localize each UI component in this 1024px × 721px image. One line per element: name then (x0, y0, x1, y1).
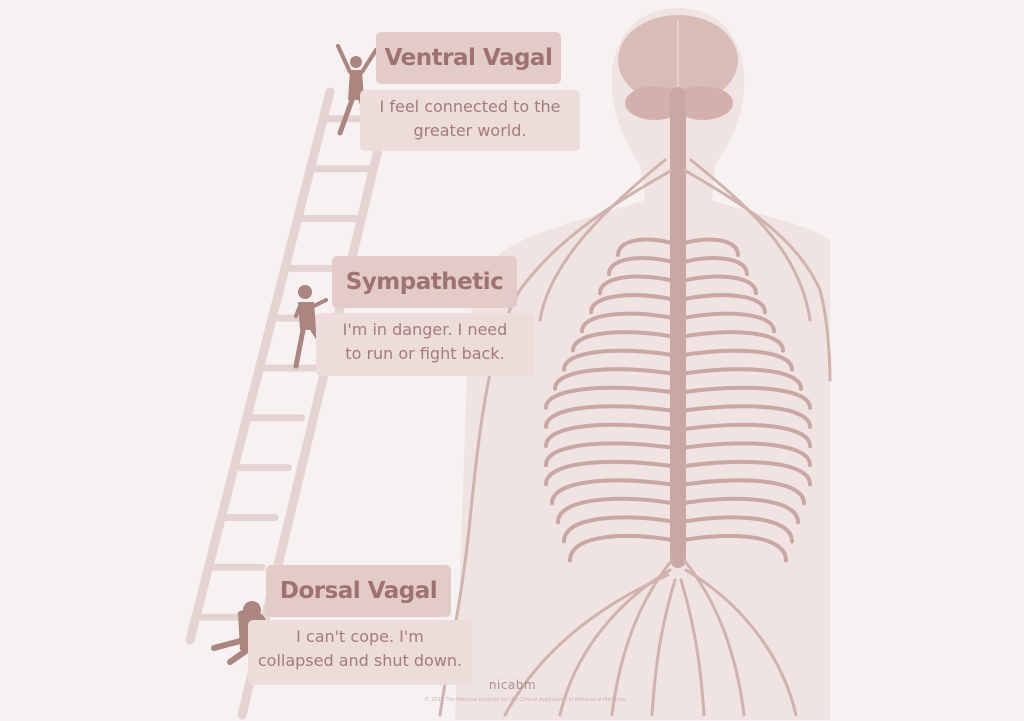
dorsal-vagal-description: I can't cope. I'm collapsed and shut dow… (248, 620, 472, 685)
rib-nerve (568, 533, 680, 563)
rib-nerve (676, 311, 776, 334)
nicabm-logo: nicabm (488, 678, 537, 692)
dorsal-vagal-title: Dorsal Vagal (266, 565, 451, 617)
rib-nerve (676, 422, 812, 448)
rib-nerve (676, 515, 794, 544)
rib-nerve (676, 385, 812, 410)
rib-nerve (676, 274, 758, 296)
rib-nerve (676, 441, 812, 468)
body-silhouette (455, 8, 830, 720)
rib-nerve (580, 311, 680, 334)
rib-nerve (676, 330, 785, 353)
rib-nerve (676, 293, 767, 315)
rib-nerve (676, 533, 788, 563)
ventral-vagal-title: Ventral Vagal (376, 32, 561, 84)
copyright-notice: © 2018 The National Institute for the Cl… (424, 697, 626, 703)
rib-nerve (562, 515, 680, 544)
rib-nerve (589, 293, 680, 315)
rib-nerve (676, 256, 749, 277)
rib-nerve (616, 237, 680, 257)
rib-nerve (556, 496, 680, 525)
rib-nerve (544, 404, 680, 429)
rib-nerve (676, 237, 740, 257)
rib-nerve (544, 459, 680, 487)
rib-nerve (676, 459, 812, 487)
nerve-ribs (544, 237, 812, 563)
ventral-vagal-description: I feel connected to the greater world. (360, 90, 580, 151)
sympathetic-title: Sympathetic (332, 256, 517, 308)
rib-nerve (562, 348, 680, 372)
rib-nerve (550, 478, 680, 506)
sympathetic-description: I'm in danger. I need to run or fight ba… (316, 313, 534, 376)
rib-nerve (676, 478, 806, 506)
rib-nerve (571, 330, 680, 353)
rib-nerve (598, 274, 680, 296)
rib-nerve (676, 404, 812, 429)
rib-nerve (544, 385, 680, 410)
rib-nerve (607, 256, 680, 277)
rib-nerve (544, 422, 680, 448)
rib-nerve (553, 367, 680, 391)
rib-nerve (544, 441, 680, 468)
rib-nerve (676, 496, 800, 525)
rib-nerve (676, 367, 803, 391)
rib-nerve (676, 348, 794, 372)
